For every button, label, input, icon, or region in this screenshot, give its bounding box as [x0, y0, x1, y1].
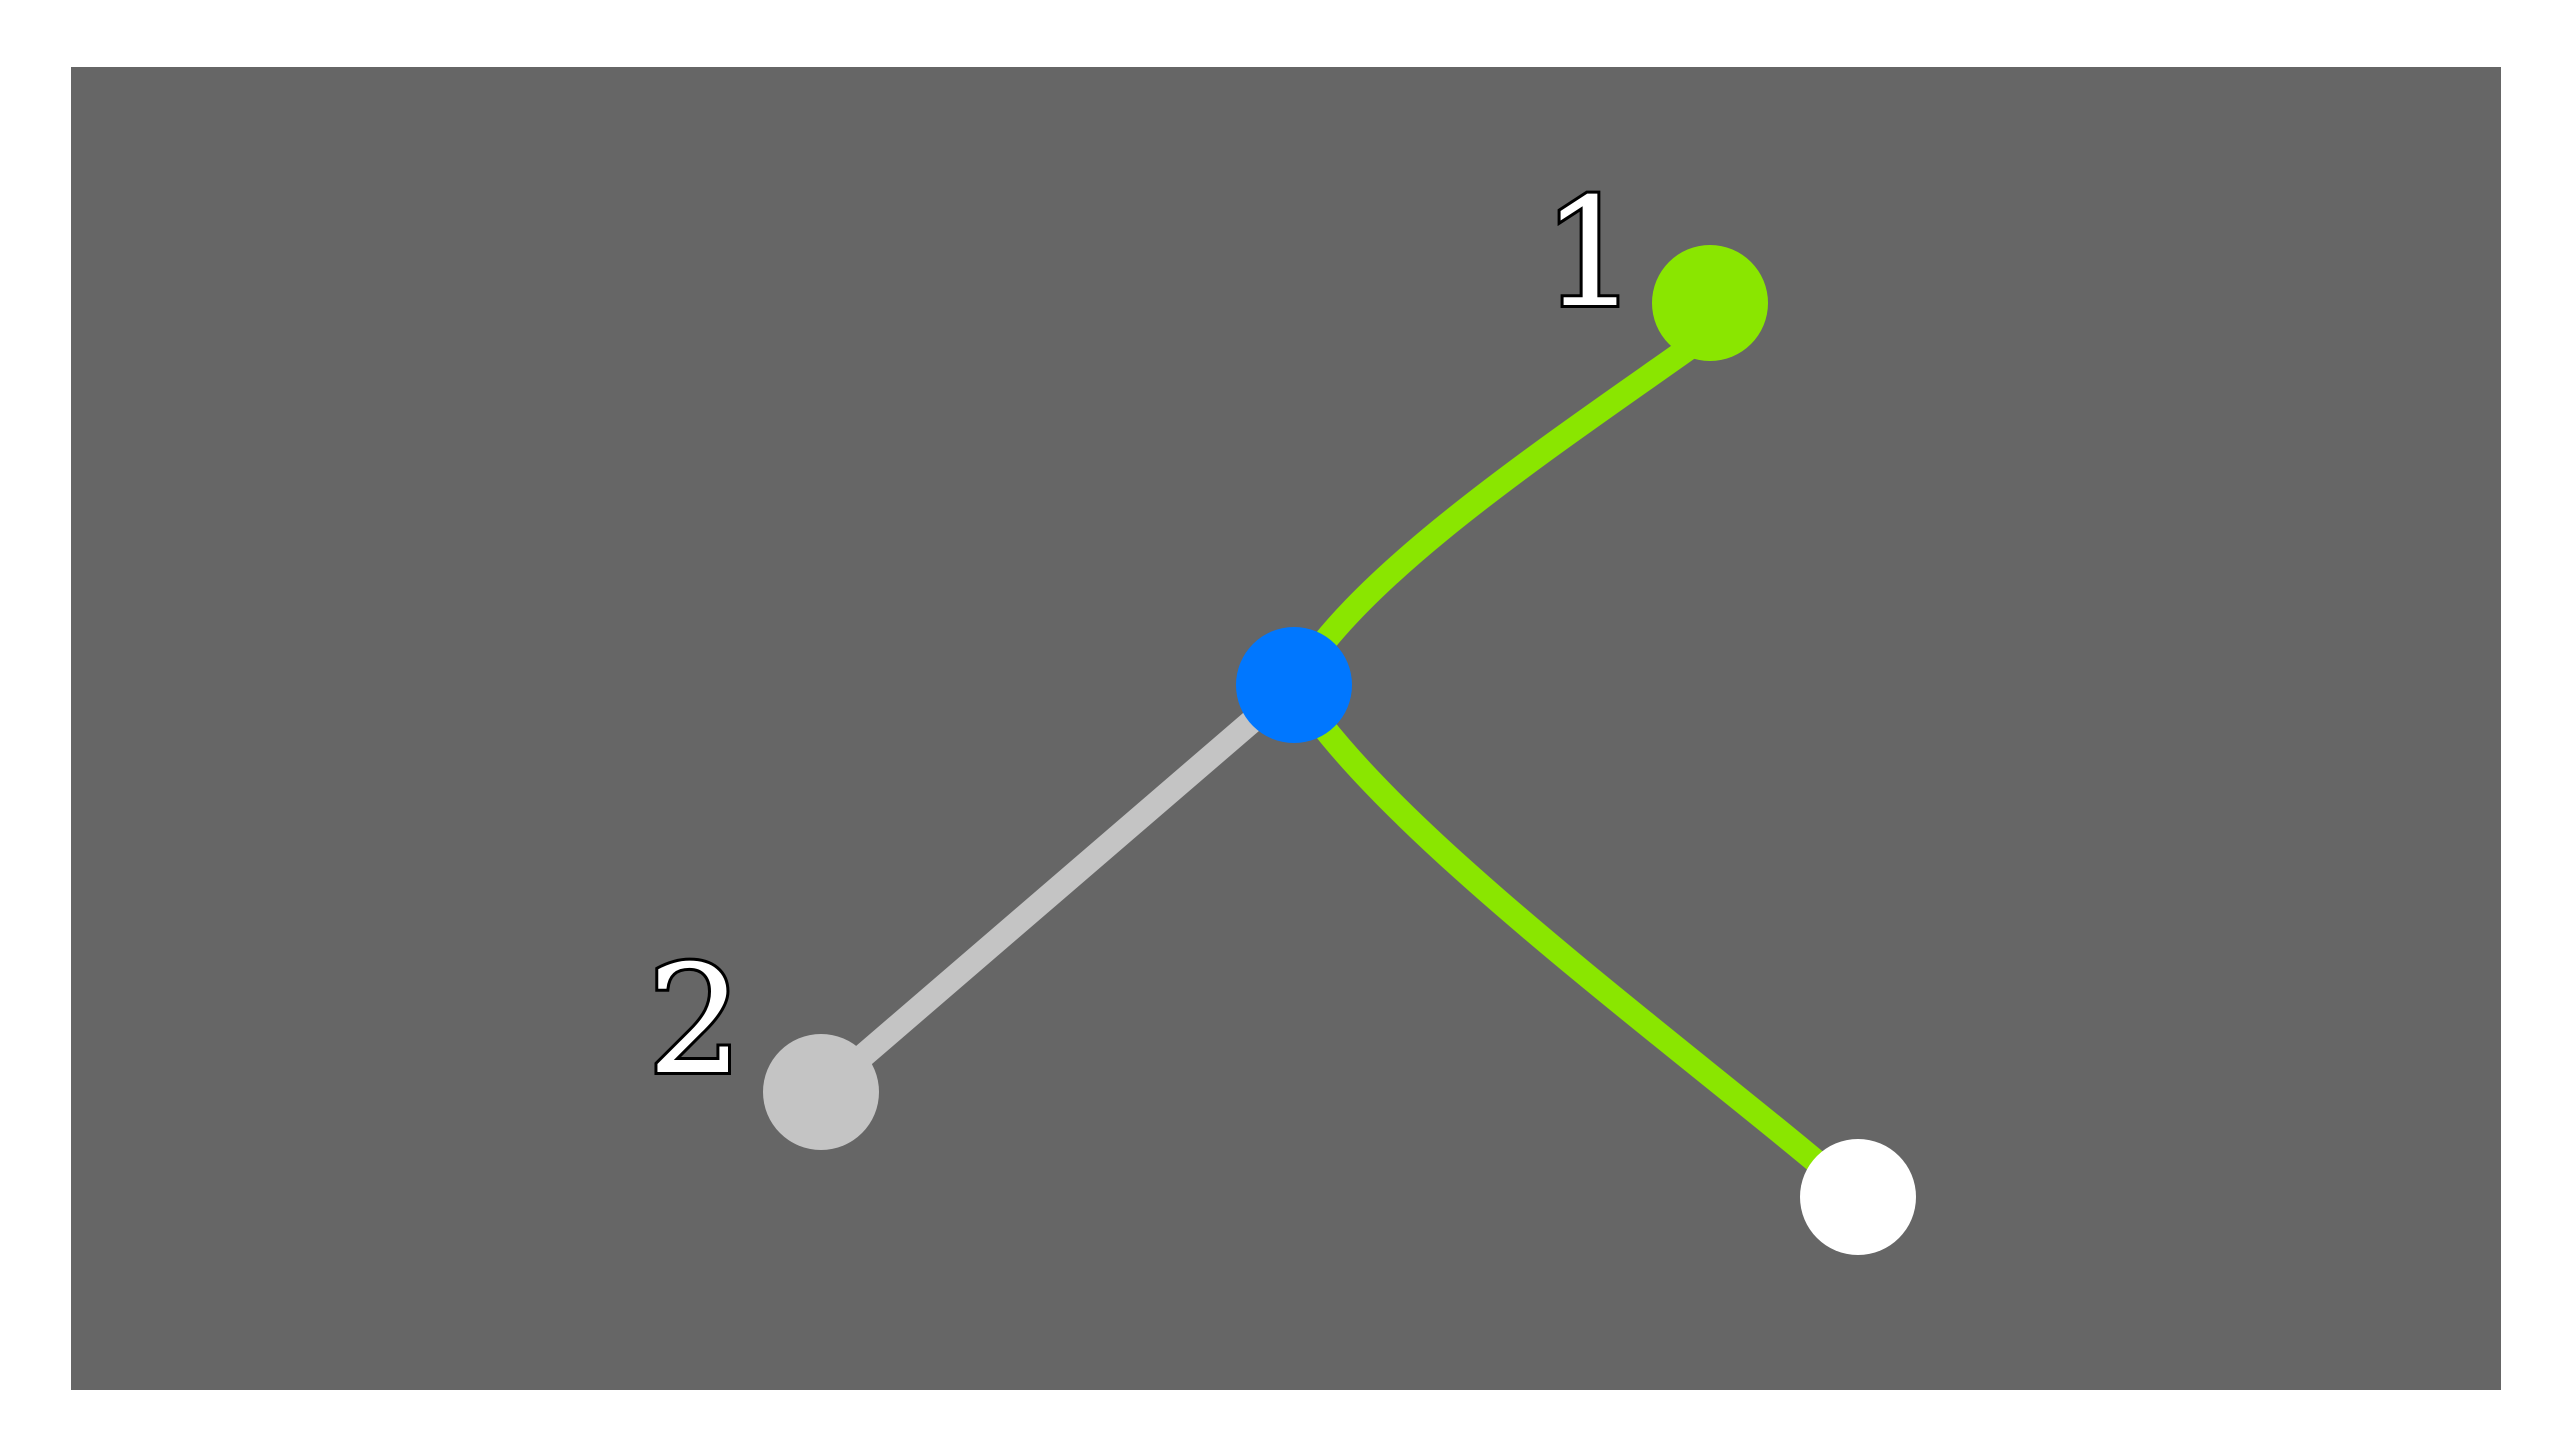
edge-center-to-node-1 — [1282, 321, 1722, 697]
edge-center-to-node-2 — [809, 673, 1306, 1104]
node-2[interactable] — [763, 1034, 879, 1150]
node-2-label: 2 — [647, 934, 742, 1108]
node-1[interactable] — [1652, 245, 1768, 361]
node-1-label: 1 — [1542, 167, 1637, 341]
center-node[interactable] — [1236, 627, 1352, 743]
end-node[interactable] — [1800, 1139, 1916, 1255]
edge-center-to-end-node — [1282, 673, 1870, 1209]
